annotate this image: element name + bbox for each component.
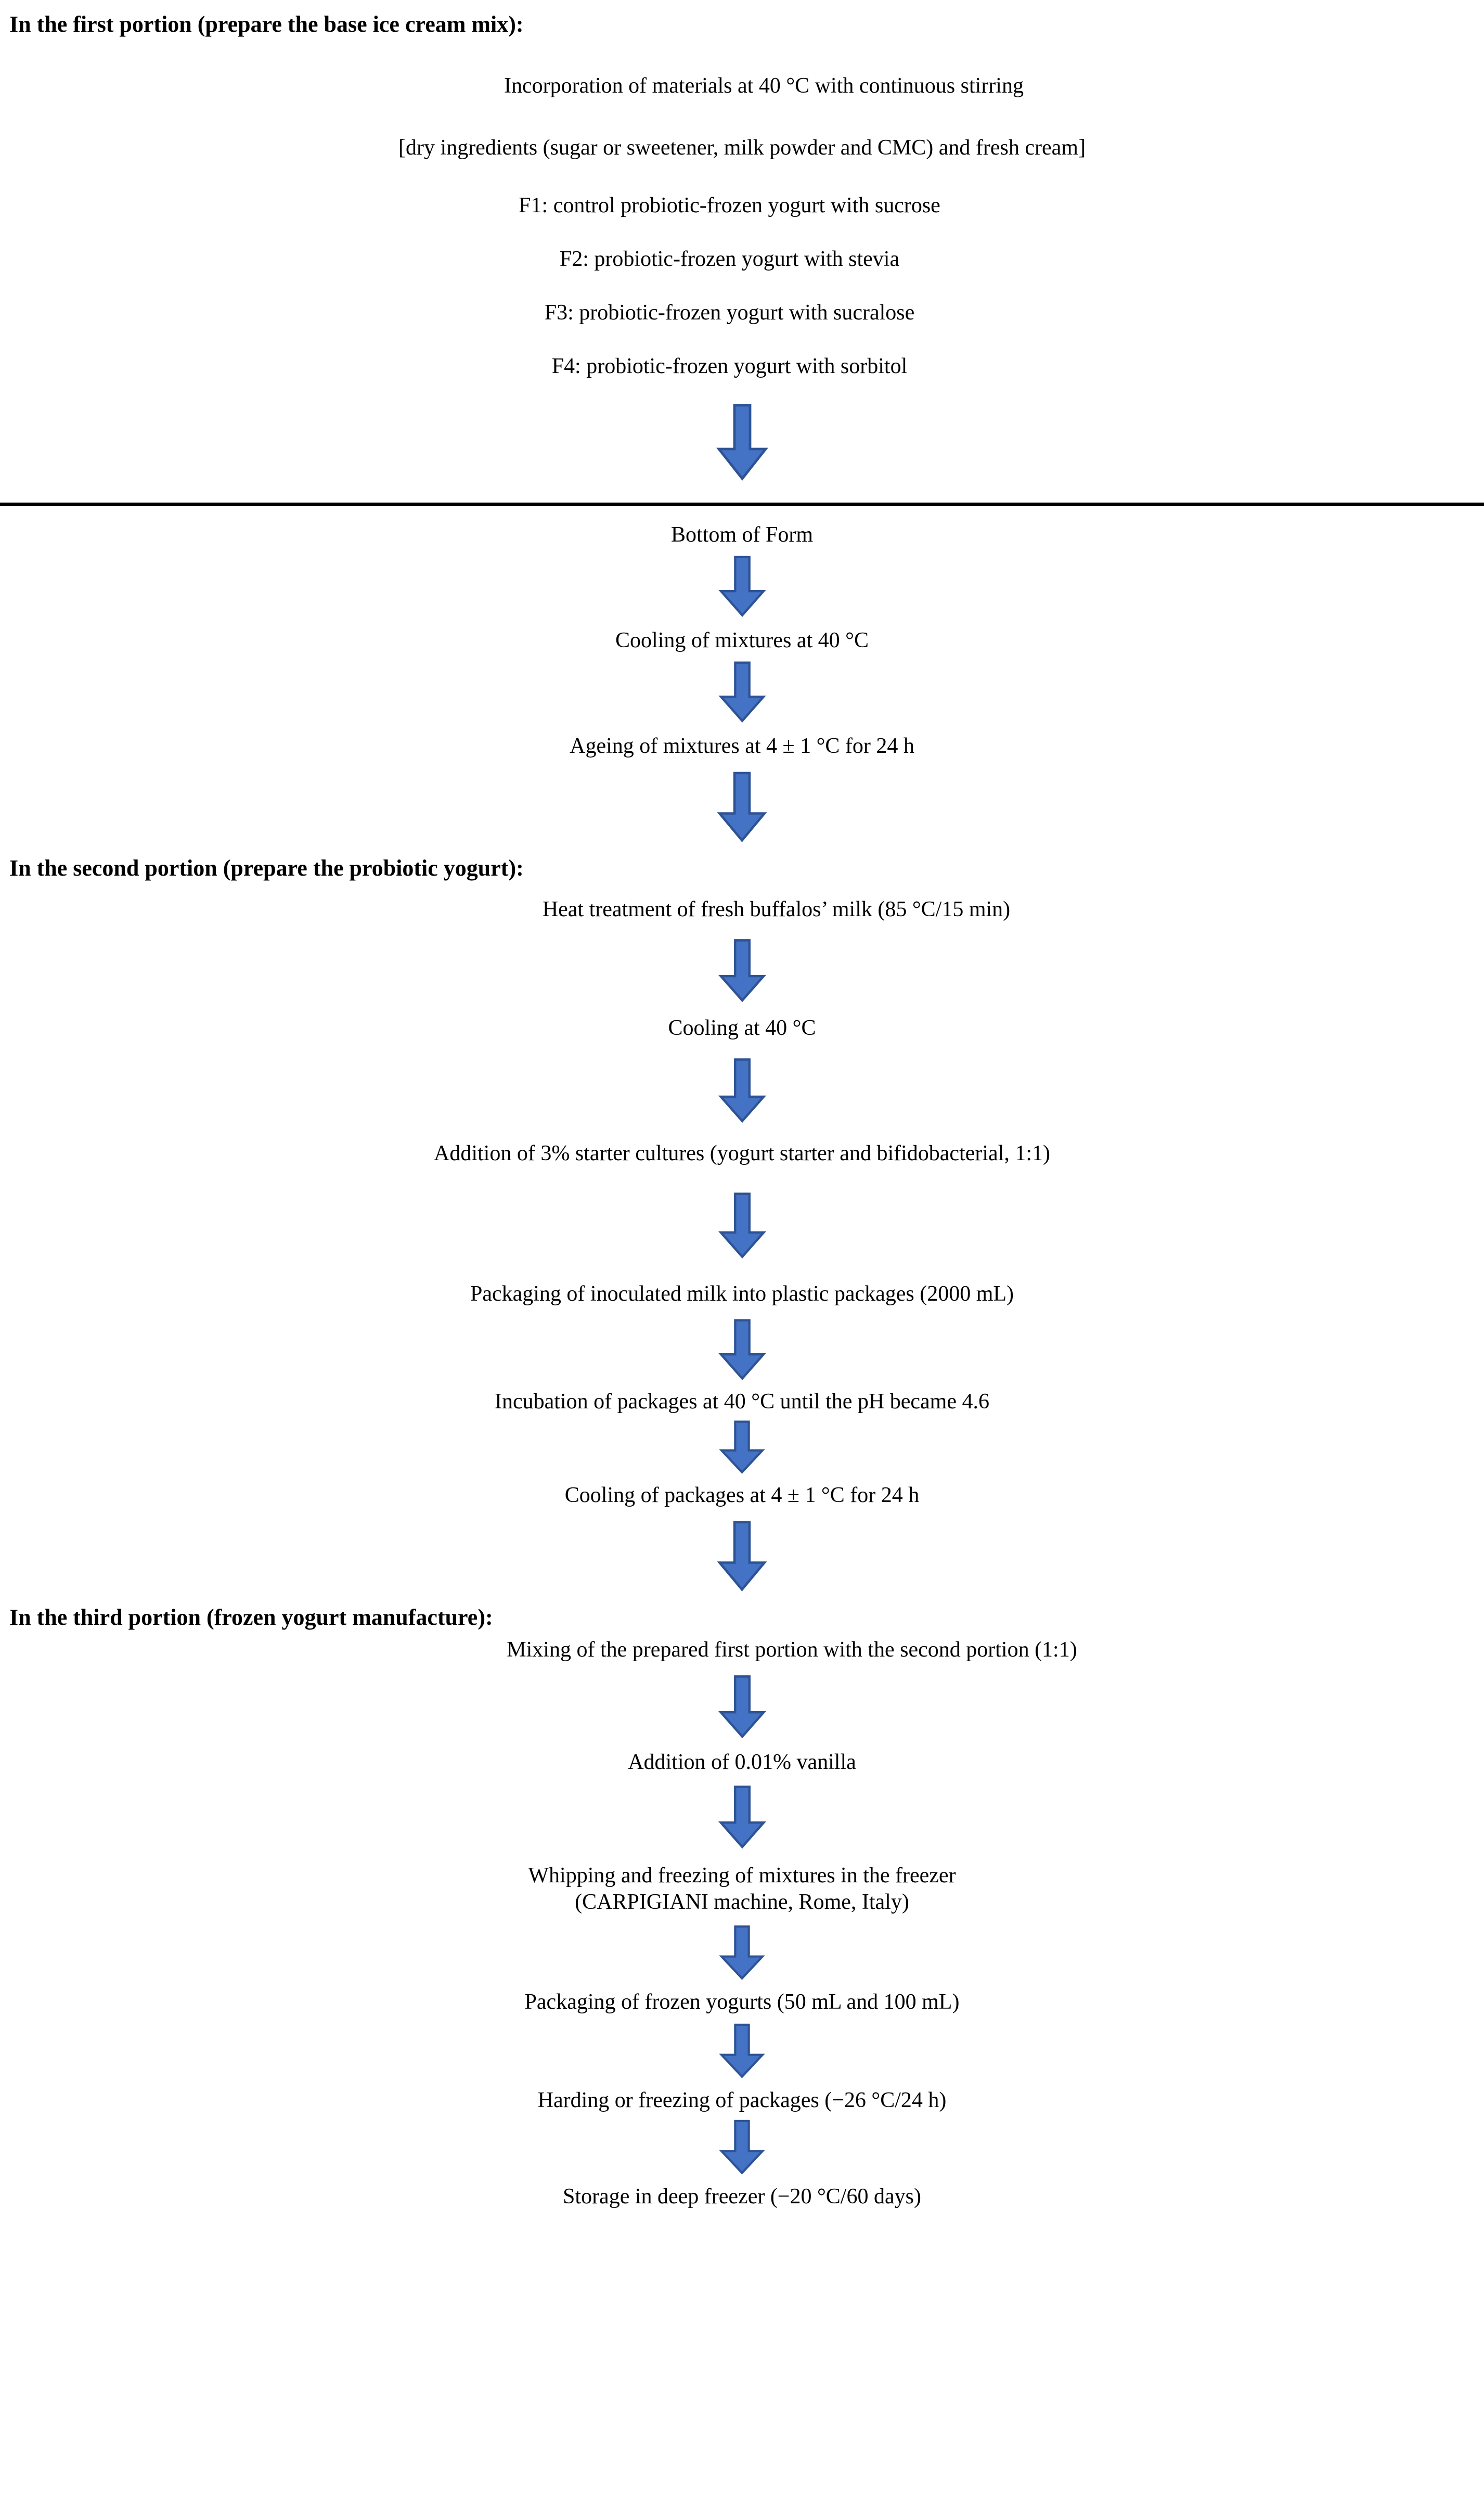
down-arrow-icon <box>718 1786 766 1849</box>
down-arrow-icon <box>718 939 766 1002</box>
section-heading-second-portion: In the second portion (prepare the probi… <box>9 855 524 881</box>
step-storage-deep-freezer: Storage in deep freezer (−20 °C/60 days) <box>563 2184 921 2209</box>
step-dry-ingredients: [dry ingredients (sugar or sweetener, mi… <box>398 136 1086 160</box>
down-arrow-icon <box>719 2120 765 2175</box>
step-cooling-mixtures-40c: Cooling of mixtures at 40 °C <box>615 628 869 653</box>
arrow-after-vanilla <box>0 1785 1484 1850</box>
down-arrow-icon <box>717 772 767 843</box>
down-arrow-icon <box>718 1058 766 1123</box>
down-arrow-icon <box>718 556 766 618</box>
step-f3-sucralose: F3: probiotic-frozen yogurt with sucralo… <box>544 301 915 325</box>
step-f4-sorbitol: F4: probiotic-frozen yogurt with sorbito… <box>551 354 908 379</box>
step-incorporation-of-materials: Incorporation of materials at 40 °C with… <box>504 74 1024 98</box>
step-cooling-packages: Cooling of packages at 4 ± 1 °C for 24 h <box>564 1483 920 1507</box>
arrow-after-incubation <box>0 1420 1484 1475</box>
step-f1-sucrose: F1: control probiotic-frozen yogurt with… <box>519 194 940 218</box>
down-arrow-icon <box>718 661 766 723</box>
arrow-after-packaging-inoculated <box>0 1319 1484 1381</box>
down-arrow-icon <box>719 2023 765 2078</box>
section-heading-first-portion: In the first portion (prepare the base i… <box>9 11 524 37</box>
arrow-after-ageing <box>0 771 1484 844</box>
process-flowchart: In the first portion (prepare the base i… <box>0 11 1484 2209</box>
horizontal-divider-rule <box>0 503 1484 507</box>
down-arrow-icon <box>717 1521 767 1591</box>
step-f2-stevia: F2: probiotic-frozen yogurt with stevia <box>559 247 900 272</box>
down-arrow-icon <box>718 1675 766 1739</box>
step-harding-or-freezing: Harding or freezing of packages (−26 °C/… <box>537 2088 947 2112</box>
down-arrow-icon <box>718 1319 766 1380</box>
step-mixing-first-second-portion: Mixing of the prepared first portion wit… <box>507 1638 1077 1662</box>
arrow-after-mixing <box>0 1675 1484 1740</box>
arrow-after-f4 <box>0 404 1484 482</box>
arrow-after-starter-cultures <box>0 1191 1484 1261</box>
step-whipping-and-freezing: Whipping and freezing of mixtures in the… <box>528 1864 956 1915</box>
arrow-after-heat-treatment <box>0 939 1484 1004</box>
step-addition-starter-cultures: Addition of 3% starter cultures (yogurt … <box>434 1141 1050 1165</box>
arrow-after-whipping <box>0 1924 1484 1982</box>
step-packaging-inoculated-milk: Packaging of inoculated milk into plasti… <box>470 1281 1014 1306</box>
section-heading-third-portion: In the third portion (frozen yogurt manu… <box>9 1604 493 1630</box>
arrow-after-bottom-of-form <box>0 556 1484 618</box>
arrow-after-packaging-frozen <box>0 2023 1484 2080</box>
down-arrow-icon <box>716 404 768 481</box>
step-cooling-at-40c: Cooling at 40 °C <box>668 1016 816 1040</box>
arrow-after-harding <box>0 2119 1484 2176</box>
arrow-after-cooling-40c <box>0 1057 1484 1125</box>
step-addition-vanilla: Addition of 0.01% vanilla <box>628 1750 856 1775</box>
arrow-after-cooling-mixtures <box>0 661 1484 724</box>
step-bottom-of-form: Bottom of Form <box>670 523 814 547</box>
step-packaging-frozen-yogurts: Packaging of frozen yogurts (50 mL and 1… <box>524 1989 960 2014</box>
step-incubation-packages: Incubation of packages at 40 °C until th… <box>494 1389 989 1414</box>
down-arrow-icon <box>719 1420 765 1474</box>
down-arrow-icon <box>718 1192 766 1259</box>
step-ageing-mixtures: Ageing of mixtures at 4 ± 1 °C for 24 h <box>570 734 914 759</box>
down-arrow-icon <box>719 1925 765 1980</box>
arrow-after-cooling-packages <box>0 1520 1484 1593</box>
step-heat-treatment-buffalo-milk: Heat treatment of fresh buffalos’ milk (… <box>542 897 1011 921</box>
